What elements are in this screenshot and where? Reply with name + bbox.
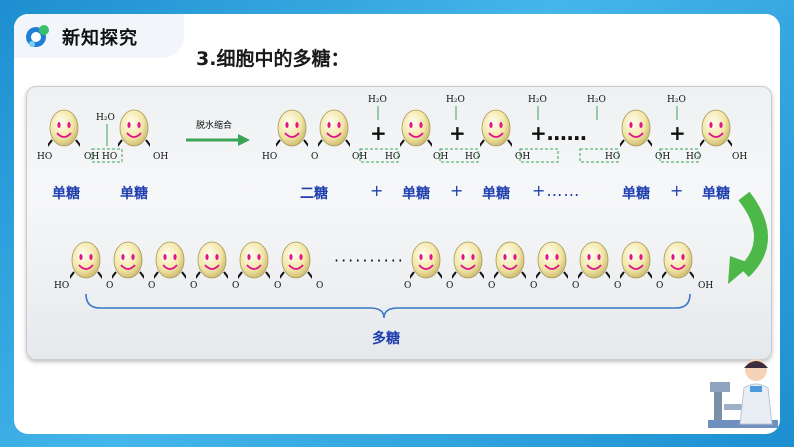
curved-arrow [738, 191, 768, 278]
water-label: H₂O [528, 95, 547, 105]
arrow-label: 脱水缩合 [196, 119, 232, 131]
scientist-illustration-icon [708, 359, 778, 428]
group-ho: HO [54, 281, 69, 291]
group-o: O [316, 281, 323, 291]
group-o: O [488, 281, 495, 291]
group-oh: OH [698, 281, 713, 291]
label-disaccharide: 二糖 [300, 186, 328, 202]
group-o: O [106, 281, 113, 291]
group-o: O [232, 281, 239, 291]
group-o: O [572, 281, 579, 291]
group-o: O [190, 281, 197, 291]
label-polysaccharide: 多糖 [372, 331, 400, 347]
header-title: 新知探究 [62, 28, 138, 49]
group-o: O [446, 281, 453, 291]
group-o: O [311, 152, 318, 162]
label-mono-3: 单糖 [402, 186, 430, 202]
logo-icon [26, 25, 49, 47]
label-mono-6: 单糖 [702, 186, 730, 202]
group-o: O [614, 281, 621, 291]
group-ho: HO [605, 152, 620, 162]
group-oh: OH [732, 152, 747, 162]
group-oh: OH [655, 152, 670, 162]
group-ho: HO [37, 152, 52, 162]
plus-sign: + [449, 121, 466, 145]
group-oh: OH [515, 152, 530, 162]
group-o: O [148, 281, 155, 291]
label-ellipsis: +…… [532, 181, 581, 200]
group-oh: OH [433, 152, 448, 162]
row2-polysaccharide: HO O O O O O O O O O O O O O OH ········… [54, 241, 713, 319]
water-label: H₂O [587, 95, 606, 105]
label-plus-1: + [370, 181, 384, 200]
water-label: H₂O [96, 113, 115, 123]
group-ho: HO [385, 152, 400, 162]
row1-chain: HO O OH HO OH HO OH HO OH HO OH H₂O H₂O … [262, 95, 747, 163]
label-plus-2: + [450, 181, 464, 200]
svg-text:··········: ·········· [334, 251, 405, 270]
label-mono-5: 单糖 [622, 186, 650, 202]
water-label: H₂O [667, 95, 686, 105]
group-o: O [530, 281, 537, 291]
label-mono-4: 单糖 [482, 186, 510, 202]
ellipsis-plus: +…… [530, 121, 587, 145]
reaction-arrow: 脱水缩合 [186, 119, 250, 146]
group-o: O [404, 281, 411, 291]
group-ho: HO [262, 152, 277, 162]
label-plus-3: + [670, 181, 684, 200]
group-ho: HO [102, 152, 117, 162]
label-mono-1: 单糖 [52, 186, 80, 202]
page-heading: 3.细胞中的多糖： [196, 48, 350, 70]
water-label: H₂O [368, 95, 387, 105]
group-o: O [274, 281, 281, 291]
plus-sign: + [370, 121, 387, 145]
plus-sign: + [669, 121, 686, 145]
group-o: O [656, 281, 663, 291]
water-label: H₂O [446, 95, 465, 105]
label-mono-2: 单糖 [120, 186, 148, 202]
group-ho: HO [465, 152, 480, 162]
group-oh: OH [153, 152, 168, 162]
row1-left-monomers: HO OH HO OH H₂O [37, 109, 168, 163]
group-oh: OH [352, 152, 367, 162]
group-ho: HO [686, 152, 701, 162]
